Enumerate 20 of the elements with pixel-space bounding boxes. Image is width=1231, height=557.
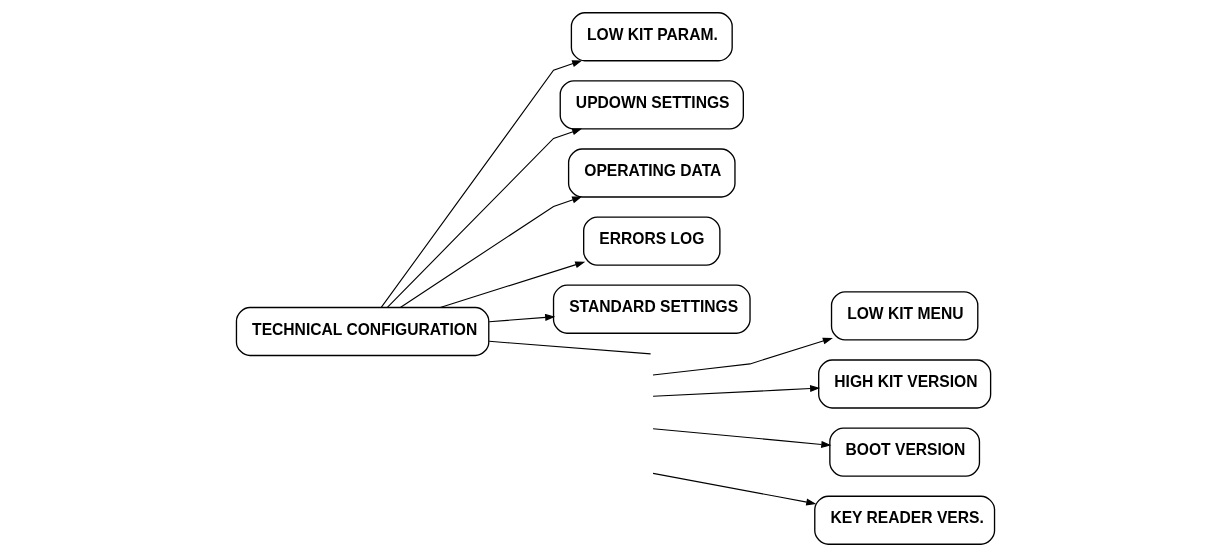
arrow bbox=[652, 428, 832, 448]
connector bbox=[488, 340, 652, 355]
arrow bbox=[439, 261, 586, 308]
node-box: BOOT VERSION bbox=[829, 427, 981, 477]
node-box: ERRORS LOG bbox=[583, 216, 721, 266]
node-box: STANDARD SETTINGS bbox=[552, 284, 751, 334]
node-box: HIGH KIT VERSION bbox=[818, 359, 992, 409]
arrow bbox=[652, 385, 821, 397]
arrow bbox=[488, 313, 556, 323]
node-box: LOW KIT PARAM. bbox=[570, 12, 733, 62]
node-box: LOW KIT MENU bbox=[830, 291, 979, 341]
arrow bbox=[652, 337, 833, 376]
node-box: KEY READER VERS. bbox=[814, 495, 996, 545]
node-box: OPERATING DATA bbox=[567, 148, 736, 198]
arrow bbox=[386, 128, 583, 308]
arrow bbox=[380, 60, 583, 308]
node-box: TECHNICAL CONFIGURATION bbox=[235, 306, 490, 357]
node-box: UPDOWN SETTINGS bbox=[559, 80, 744, 130]
arrow bbox=[399, 196, 583, 308]
arrow bbox=[652, 472, 817, 506]
